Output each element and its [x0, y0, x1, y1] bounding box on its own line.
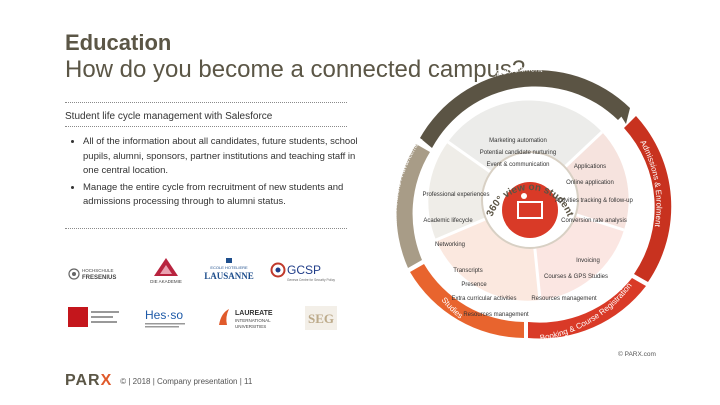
item: Resources management [531, 296, 597, 302]
item: Academic lifecycle [423, 218, 473, 224]
item: Professional experiences [422, 192, 489, 198]
item: Event & communication [486, 162, 549, 168]
item: Invoicing [576, 258, 600, 264]
svg-text:FRESENIUS: FRESENIUS [82, 275, 116, 281]
bullet-item: Manage the entire cycle from recruitment… [83, 181, 358, 210]
logo-fresenius: HOCHSCHULE FRESENIUS [68, 264, 130, 284]
booking-band [528, 278, 646, 339]
logo-ehl: ECOLE HOTELIERE LAUSANNE [200, 257, 258, 285]
item: Applications [574, 164, 606, 170]
svg-text:Geneva Centre for Security Pol: Geneva Centre for Security Policy [287, 278, 335, 282]
logo-die-akademie: DIE AKADEMIE [146, 256, 186, 286]
divider-mid [65, 126, 347, 127]
parx-logo-icon: PARX [65, 372, 113, 389]
logo-hesso: Hes·so [140, 306, 200, 330]
item: Transcripts [453, 268, 482, 274]
item: Courses & GPS Studies [544, 274, 608, 280]
svg-text:GCSP: GCSP [287, 263, 321, 277]
logo-gcsp: GCSP Geneva Centre for Security Policy [270, 260, 342, 284]
university-logo-icon [68, 307, 119, 327]
page-title: Education [65, 30, 172, 55]
student-icon [502, 182, 558, 238]
diagram-copyright: © PARX.com [618, 351, 656, 358]
alumni-band [396, 144, 430, 268]
svg-text:INTERNATIONAL: INTERNATIONAL [235, 318, 271, 323]
akademie-logo-icon: DIE AKADEMIE [150, 258, 182, 284]
logo-laureate: LAUREATE INTERNATIONAL UNIVERSITIES [215, 305, 290, 331]
gcsp-logo-icon: GCSP Geneva Centre for Security Policy [270, 262, 335, 282]
divider-top [65, 102, 347, 103]
svg-text:ECOLE HOTELIERE: ECOLE HOTELIERE [210, 265, 248, 270]
hesso-logo-icon: Hes·so [145, 308, 185, 328]
item: Extra curricular activities [451, 296, 516, 302]
item: Networking [435, 242, 465, 248]
footer-text: © | 2018 | Company presentation | 11 [120, 376, 253, 386]
footer: PARX © | 2018 | Company presentation | 1… [65, 372, 252, 390]
item: Online application [566, 180, 614, 186]
item: Presence [461, 282, 487, 288]
seg-logo-icon: SEG [305, 306, 337, 330]
section-heading: Student life cycle management with Sales… [65, 111, 273, 122]
admissions-band [624, 116, 672, 282]
fresenius-logo-icon: HOCHSCHULE FRESENIUS [68, 268, 116, 281]
laureate-logo-icon: LAUREATE INTERNATIONAL UNIVERSITIES [219, 309, 273, 329]
ehl-logo-icon: ECOLE HOTELIERE LAUSANNE [204, 258, 254, 281]
svg-text:LAUSANNE: LAUSANNE [204, 271, 254, 281]
recruitment-band [420, 70, 630, 148]
svg-text:LAUREATE: LAUREATE [235, 310, 273, 317]
logo-seg: SEG [303, 304, 339, 332]
item: Resources management [463, 312, 529, 318]
lifecycle-diagram: 360° view on student Recruitment Admissi… [392, 63, 672, 342]
svg-text:HOCHSCHULE: HOCHSCHULE [82, 268, 114, 273]
bullet-item: All of the information about all candida… [83, 135, 358, 179]
divider-bottom [65, 228, 347, 229]
svg-text:UNIVERSITIES: UNIVERSITIES [235, 324, 266, 329]
page-subtitle: How do you become a connected campus? [65, 56, 526, 83]
svg-text:SEG: SEG [308, 311, 334, 326]
svg-text:DIE AKADEMIE: DIE AKADEMIE [150, 279, 182, 284]
item: Marketing automation [489, 138, 547, 144]
bullet-list: All of the information about all candida… [68, 135, 358, 212]
svg-text:Hes·so: Hes·so [145, 308, 183, 322]
item: Potential candidate nurturing [480, 150, 556, 156]
studies-band [410, 264, 524, 338]
item: Conversion rate analysis [561, 218, 627, 224]
logo-red-book [68, 306, 128, 328]
item: Activities tracking & follow-up [555, 198, 633, 204]
